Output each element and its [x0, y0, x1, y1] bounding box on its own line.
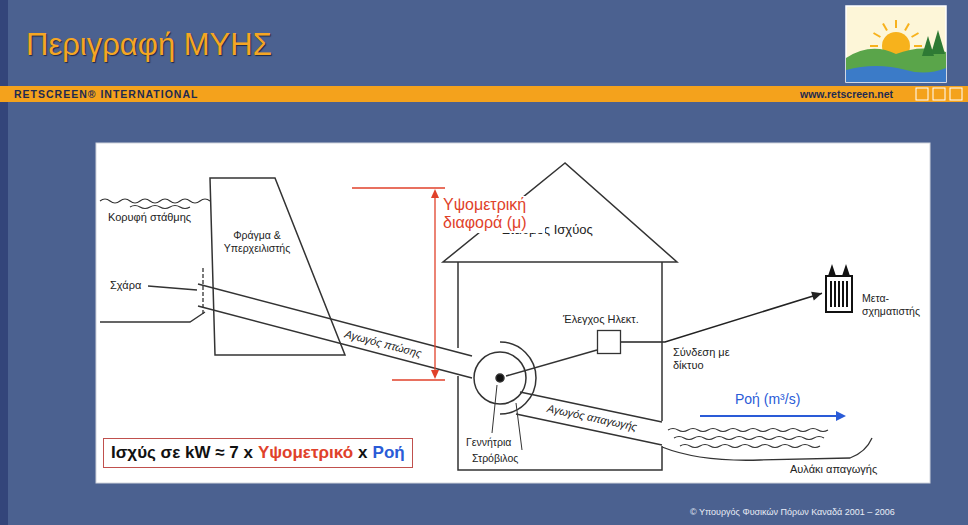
- transformer-label: Μετα-σχηματιστής: [862, 292, 920, 317]
- water-wave: [674, 437, 824, 440]
- control-box-outline: [598, 331, 621, 354]
- head-bracket: [434, 195, 435, 373]
- slide-title: Περιγραφή ΜΥΗΣ: [26, 26, 272, 63]
- sun-ray: [870, 45, 878, 47]
- dam-label: Φράγμα & Υπερχειλιστής: [211, 229, 303, 255]
- flow-arrow: [836, 411, 846, 421]
- sun-ray: [905, 23, 909, 30]
- turbine-generator: [506, 350, 597, 376]
- water-level-label: Κορυφή στάθμης: [108, 211, 191, 224]
- brand-name: RETSCREEN® INTERNATIONAL: [14, 88, 198, 101]
- logo: [846, 6, 946, 82]
- formula-part: Υψομετρικό: [258, 442, 353, 464]
- bar-squares: [916, 88, 928, 100]
- channel-label: Αυλάκι απαγωγής: [790, 463, 877, 476]
- water-wave: [668, 429, 828, 432]
- logo: [931, 30, 945, 54]
- turbine-generator: [474, 352, 526, 404]
- grate: [100, 268, 205, 322]
- tailrace-label: Αγωγός απαγωγής: [546, 402, 638, 434]
- turbine-generator: [516, 403, 522, 450]
- website-url: www.retscreen.net: [800, 88, 893, 101]
- head-bracket: [352, 187, 445, 188]
- water-surface: [130, 206, 190, 209]
- penstock-label: Αγωγός πτώσης: [343, 328, 423, 361]
- turbine-generator: [492, 385, 497, 433]
- bar-squares: [933, 88, 945, 100]
- flow-label: Ροή (m³/s): [735, 391, 800, 408]
- control-label: Έλεγχος Ηλεκτ.: [563, 313, 639, 326]
- transformer-fin: [838, 281, 840, 307]
- connector-line: [621, 293, 822, 342]
- arrow-head: [811, 292, 822, 301]
- formula-part: Ισχύς σε kW ≈ 7 x: [111, 442, 253, 464]
- bar-squares: [950, 88, 962, 100]
- logo: [846, 66, 946, 82]
- tailrace-water: [668, 429, 828, 448]
- side-strip: [0, 0, 8, 525]
- dam-outline: [210, 178, 345, 355]
- grid-connection-line: [621, 292, 822, 342]
- formula-box: Ισχύς σε kW ≈ 7 xΥψομετρικόx Ροή: [103, 438, 413, 468]
- control-box: [597, 330, 621, 354]
- logo: [846, 6, 946, 82]
- sun-ray: [883, 23, 887, 30]
- penstock-pipe: [198, 306, 472, 378]
- sun-ray: [873, 33, 880, 37]
- transformer-fin: [830, 281, 832, 307]
- formula-part: x: [358, 442, 367, 464]
- powerhouse-walls: [458, 262, 662, 470]
- diagram-panel: [96, 143, 930, 483]
- turbine-label: Στρόβιλος: [472, 452, 518, 465]
- head-bracket: [431, 370, 439, 379]
- transformer-fin: [846, 281, 848, 307]
- transformer-fin: [834, 281, 836, 307]
- head-label: Υψομετρική διαφορά (μ): [441, 196, 545, 233]
- grate-label: Σχάρα: [110, 279, 141, 292]
- connection-label: Σύνδεση με δίκτυο: [673, 346, 739, 372]
- control-node: Έλεγχος Ηλεκτ.: [597, 330, 621, 354]
- head-bracket: [431, 189, 439, 198]
- tailrace-ditch: [662, 438, 872, 460]
- sun-ray: [912, 33, 919, 37]
- flow-arrow: [700, 411, 846, 421]
- transformer-symbol: [822, 262, 856, 314]
- dam-node: Φράγμα & Υπερχειλιστής: [205, 175, 350, 358]
- transformer-horn: [828, 264, 836, 276]
- transformer-fin: [842, 281, 844, 307]
- transformer-body: [826, 276, 852, 312]
- tailrace-pipe: [516, 392, 662, 445]
- head-bracket: [392, 379, 445, 380]
- dam-shape: [205, 175, 350, 358]
- grate: [100, 312, 205, 322]
- sun-ray: [914, 45, 922, 47]
- turbine-generator: [496, 374, 504, 382]
- water-surface: [100, 199, 210, 209]
- water-wave: [680, 445, 820, 448]
- transformer-horn: [842, 264, 850, 276]
- flow-arrow: [700, 415, 838, 417]
- generator-label: Γεννήτρια: [466, 436, 511, 449]
- header-bar: [0, 86, 968, 102]
- grate: [148, 286, 197, 290]
- sun-ray: [895, 20, 897, 28]
- water-surface: [100, 199, 210, 203]
- formula-part: Ροή: [373, 442, 405, 464]
- transformer-node: Μετα-σχηματιστής: [822, 262, 856, 314]
- bar-squares: [916, 88, 962, 100]
- penstock-pipe: [198, 284, 472, 356]
- copyright-note: © Υπουργός Φυσικών Πόρων Καναδά 2001 – 2…: [690, 507, 895, 518]
